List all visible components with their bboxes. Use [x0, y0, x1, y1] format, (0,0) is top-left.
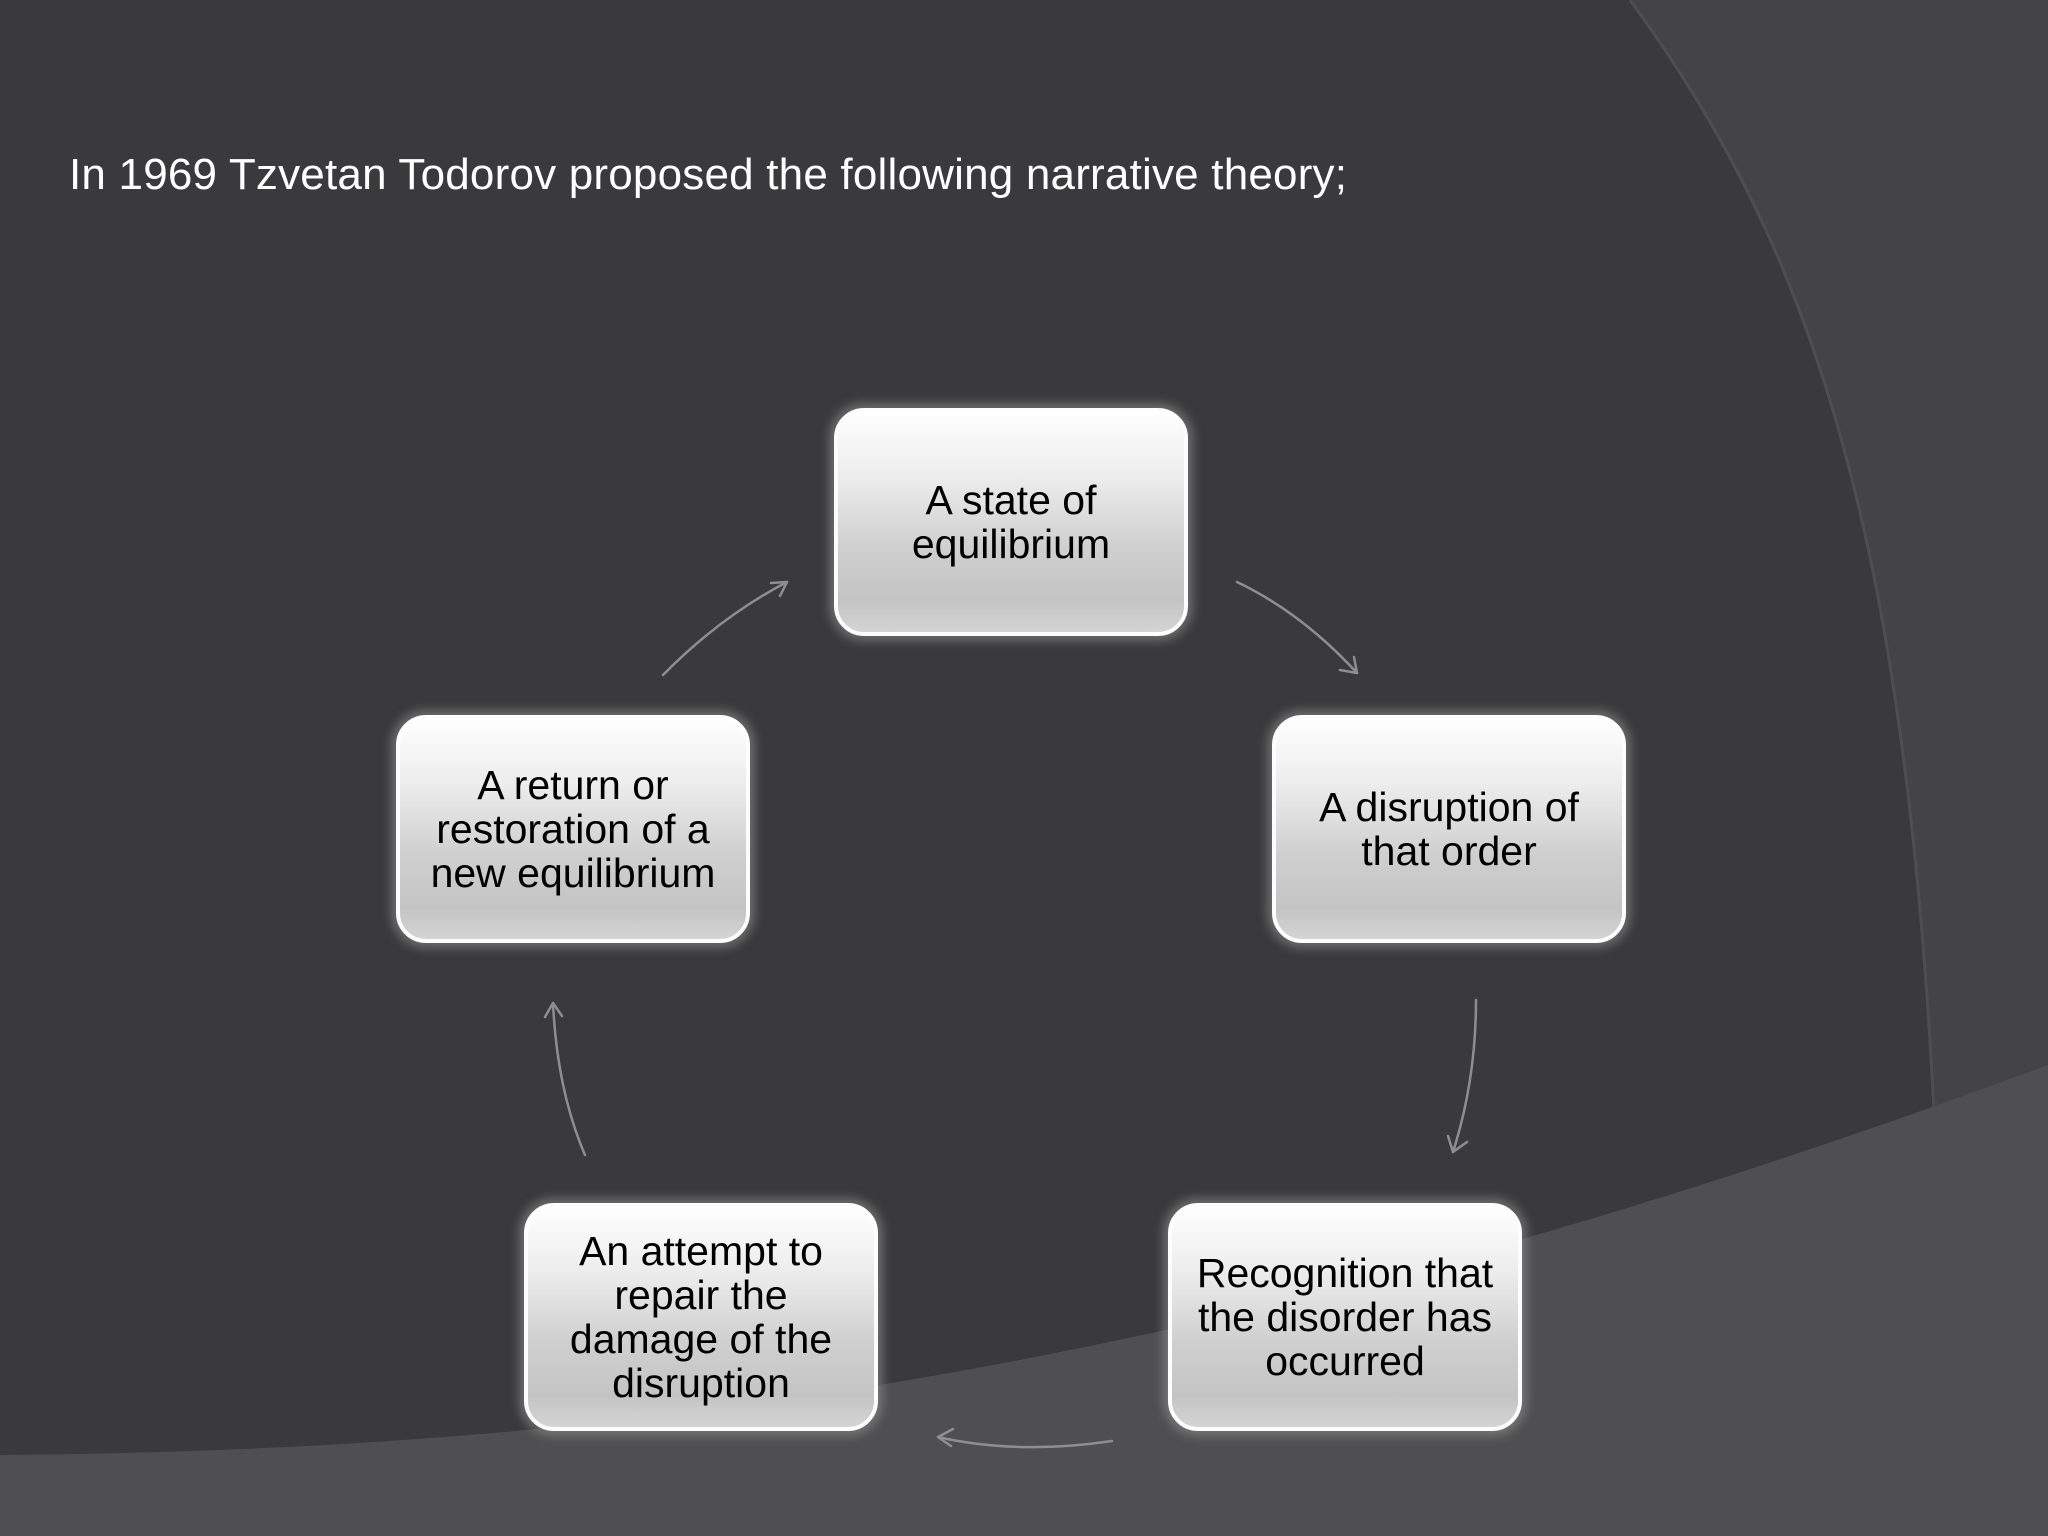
cycle-node-equilibrium: A state of equilibrium [834, 408, 1188, 636]
cycle-node-label: A disruption of that order [1319, 784, 1579, 874]
cycle-node-label: A return or restoration of a new equilib… [430, 762, 716, 896]
cycle-node-repair-attempt: An attempt to repair the damage of the d… [524, 1203, 878, 1431]
arrow-recognition-to-repair [936, 1427, 1114, 1449]
arrow-disruption-to-recognition [1446, 998, 1478, 1154]
arrow-equilibrium-to-disruption [1235, 580, 1359, 675]
arrow-new-equilibrium-to-equilibrium [661, 580, 789, 677]
cycle-node-label: Recognition that the disorder has occurr… [1196, 1250, 1494, 1384]
arrow-repair-to-new-equilibrium [543, 1001, 587, 1157]
cycle-node-label: A state of equilibrium [911, 477, 1111, 567]
cycle-node-disruption: A disruption of that order [1272, 715, 1626, 943]
cycle-node-label: An attempt to repair the damage of the d… [569, 1228, 833, 1406]
slide-title: In 1969 Tzvetan Todorov proposed the fol… [69, 150, 1348, 199]
background-band-shape [0, 1065, 2048, 1536]
cycle-node-new-equilibrium: A return or restoration of a new equilib… [396, 715, 750, 943]
cycle-node-recognition: Recognition that the disorder has occurr… [1168, 1203, 1522, 1431]
